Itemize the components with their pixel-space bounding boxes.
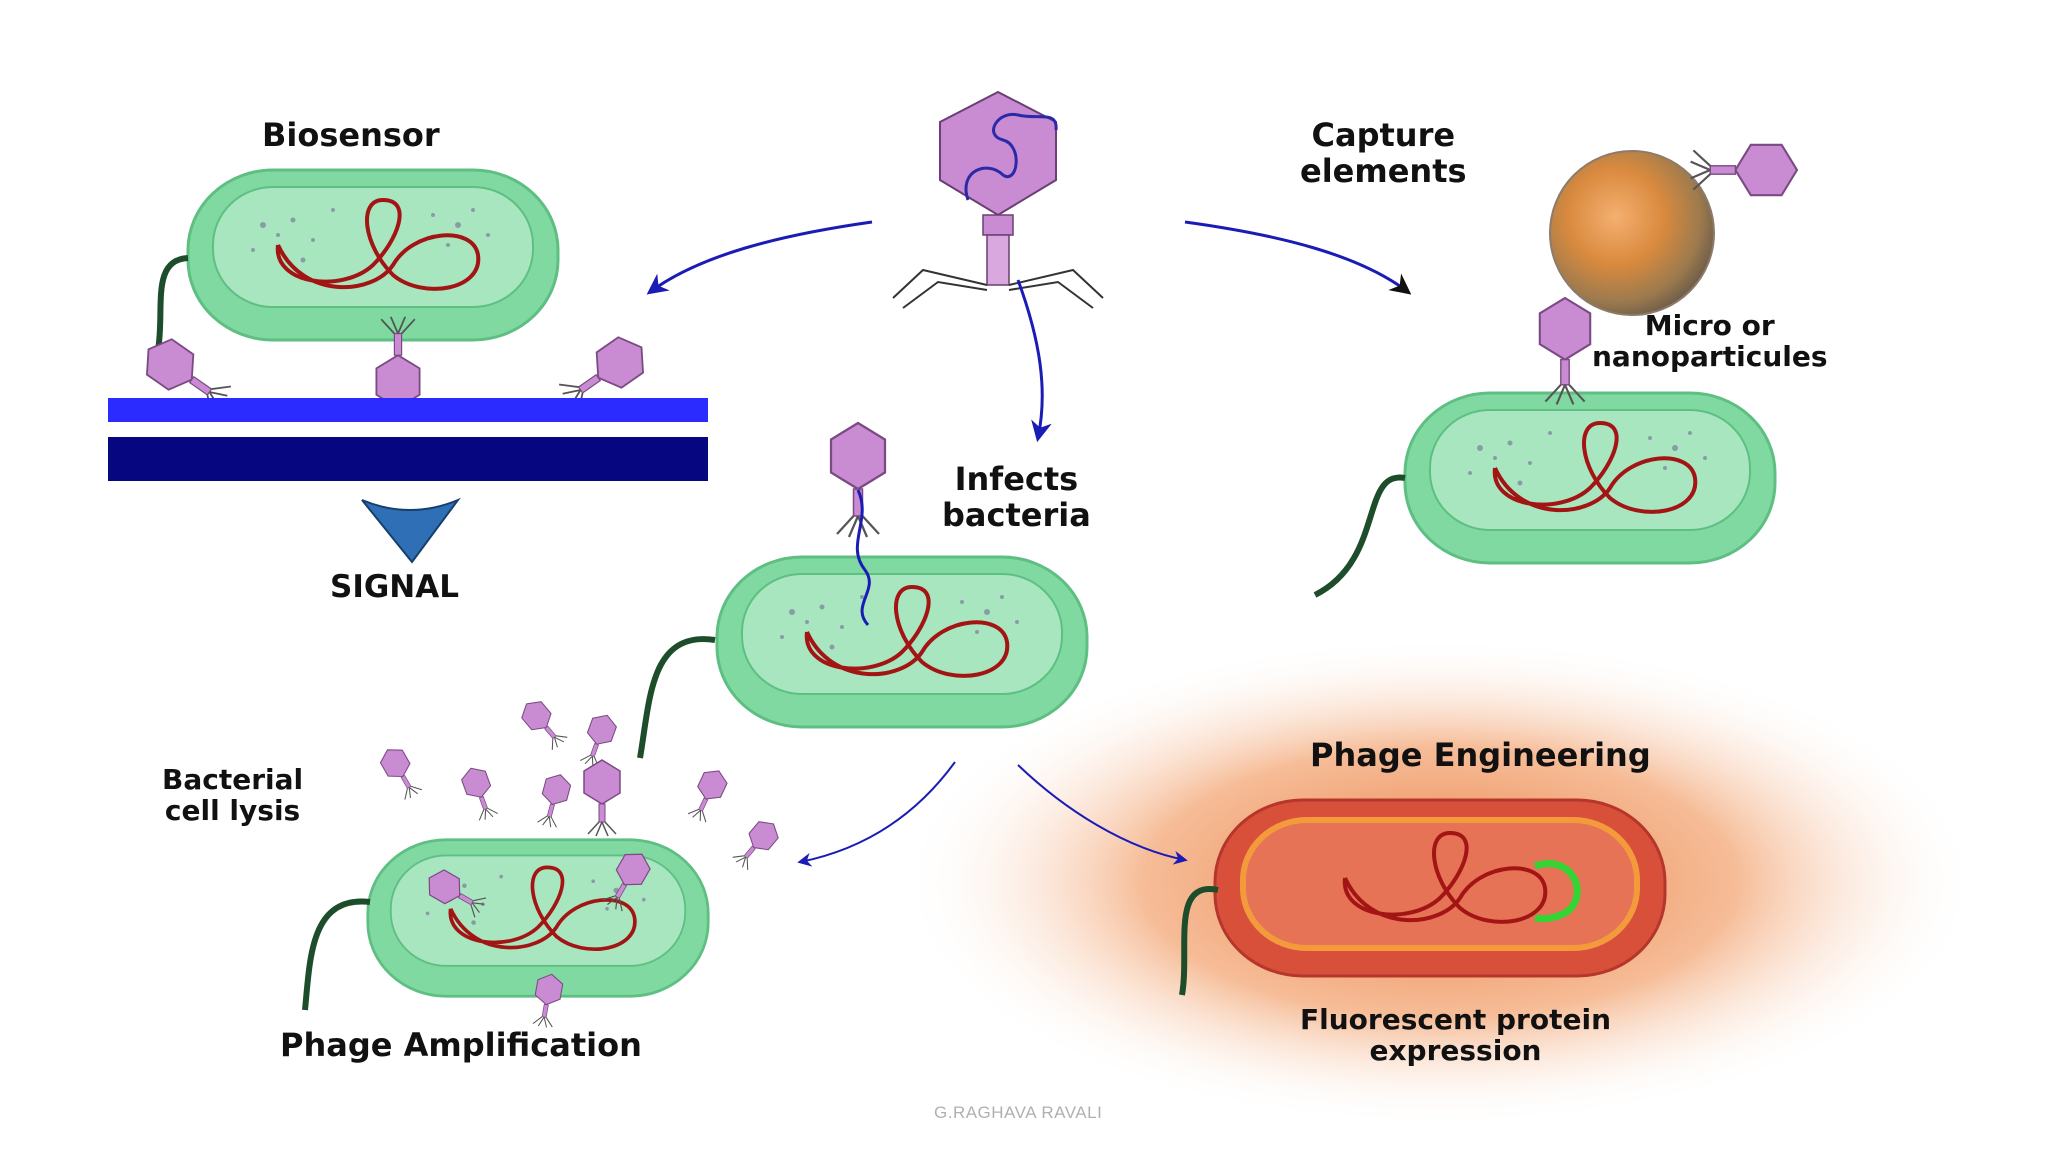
fluorescent-label: Fluorescent protein expression bbox=[1300, 1004, 1611, 1067]
micro-label: Micro or nanoparticules bbox=[1592, 310, 1828, 373]
capture-phage-top bbox=[1689, 143, 1799, 197]
lysis-flagellum bbox=[302, 898, 371, 1011]
biosensor-bacterium bbox=[188, 170, 558, 340]
author-footer: G.RAGHAVA RAVALI bbox=[934, 1103, 1103, 1122]
lysis-label: Bacterial cell lysis bbox=[162, 764, 303, 827]
micro-label-line1: Micro or bbox=[1644, 309, 1775, 342]
engineered-flagellum bbox=[1179, 886, 1219, 996]
arrow-to-engineering bbox=[1017, 764, 1188, 865]
lysis-label-line1: Bacterial bbox=[162, 763, 304, 796]
nanoparticle bbox=[1549, 150, 1715, 316]
signal-arrow bbox=[361, 497, 461, 564]
capture-flagellum bbox=[1313, 474, 1406, 598]
biosensor-flagellum bbox=[155, 255, 189, 351]
phage-top bbox=[892, 90, 1104, 309]
biosensor-label: Biosensor bbox=[262, 116, 440, 154]
arrow-to-amplification bbox=[797, 761, 956, 867]
capture-phage-bottom bbox=[1538, 296, 1592, 406]
infects-label-line2: bacteria bbox=[942, 495, 1091, 534]
arrow-to-capture bbox=[1184, 220, 1412, 295]
capture-bacterium bbox=[1405, 393, 1775, 563]
sensor-plate-bottom bbox=[108, 437, 708, 481]
amplification-label: Phage Amplification bbox=[280, 1026, 642, 1064]
lysing-bacterium bbox=[368, 840, 708, 996]
infecting-phage bbox=[829, 421, 887, 539]
sensor-plate-top bbox=[108, 398, 708, 422]
infects-label-line1: Infects bbox=[954, 460, 1079, 498]
lysis-label-line2: cell lysis bbox=[164, 794, 301, 828]
injected-dna bbox=[855, 489, 871, 627]
fluorescent-label-line2: expression bbox=[1369, 1034, 1542, 1068]
micro-label-line2: nanoparticules bbox=[1592, 340, 1828, 374]
capture-label-line1: Capture bbox=[1311, 116, 1456, 154]
engineered-bacterium bbox=[1213, 798, 1667, 978]
infected-bacterium bbox=[717, 557, 1087, 727]
arrow-to-infects bbox=[1016, 279, 1052, 443]
capture-label-line2: elements bbox=[1300, 151, 1467, 190]
signal-label: SIGNAL bbox=[330, 569, 459, 605]
arrow-to-biosensor bbox=[646, 220, 873, 295]
infects-label: Infects bacteria bbox=[942, 460, 1091, 534]
infected-flagellum bbox=[637, 636, 716, 759]
capture-label: Capture elements bbox=[1300, 116, 1467, 190]
fluorescent-label-line1: Fluorescent protein bbox=[1300, 1003, 1612, 1036]
engineering-label: Phage Engineering bbox=[1310, 736, 1651, 774]
